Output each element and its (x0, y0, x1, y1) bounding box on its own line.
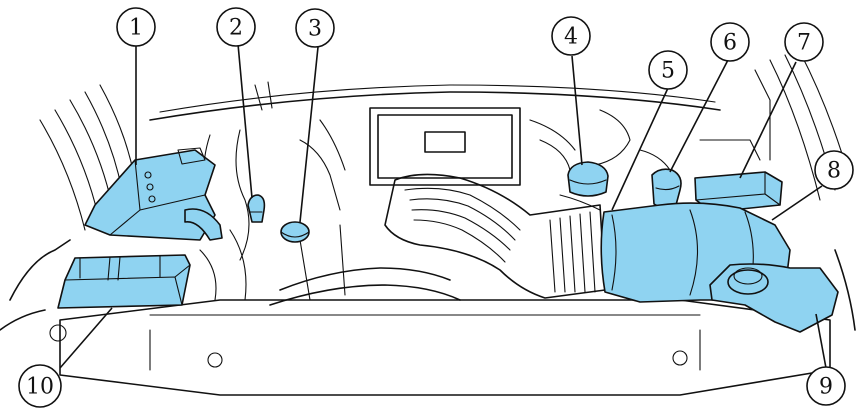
callout-8-label: 8 (827, 159, 841, 184)
callout-7: 7 (785, 23, 823, 61)
callout-3: 3 (296, 9, 334, 47)
callout-1: 1 (117, 8, 155, 46)
callout-5-label: 5 (661, 59, 675, 84)
callout-1-label: 1 (129, 16, 143, 41)
callout-2: 2 (217, 8, 255, 46)
component-3-reservoir-cap (281, 222, 309, 242)
callout-5: 5 (649, 51, 687, 89)
callout-9-label: 9 (819, 375, 833, 400)
component-9-intake-duct (710, 264, 838, 332)
callout-6: 6 (711, 23, 749, 61)
callout-10: 10 (19, 365, 61, 407)
callout-4-label: 4 (564, 25, 578, 50)
callout-7-label: 7 (797, 31, 811, 56)
callout-3-label: 3 (308, 17, 322, 42)
callout-10-label: 10 (26, 375, 54, 400)
callout-8: 8 (815, 151, 853, 189)
component-6-filler-cap (652, 169, 681, 207)
callout-9: 9 (807, 367, 845, 405)
component-4-cap (568, 162, 608, 196)
callout-6-label: 6 (723, 31, 737, 56)
component-2-cap (248, 195, 264, 222)
component-1-power-distribution-box (85, 148, 222, 240)
component-10-battery (58, 255, 190, 308)
callout-2-label: 2 (229, 16, 243, 41)
callout-4: 4 (552, 17, 590, 55)
